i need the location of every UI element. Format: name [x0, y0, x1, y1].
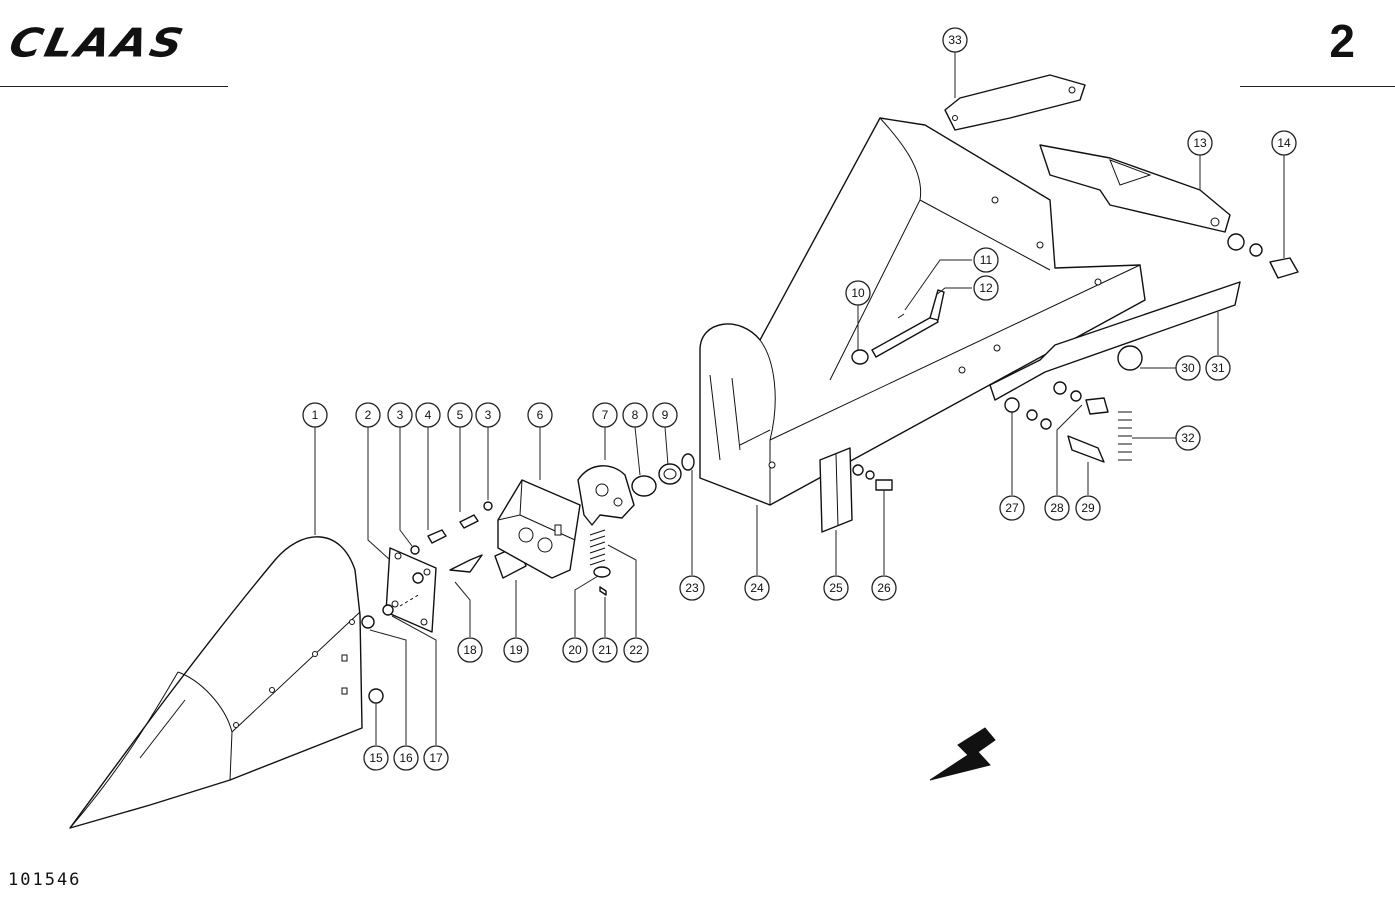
part-upper-plate-33 [944, 74, 1086, 131]
callout-27: 27 [999, 495, 1025, 521]
callout-6: 6 [527, 402, 553, 428]
callout-24: 24 [744, 575, 770, 601]
svg-text:12: 12 [979, 281, 993, 295]
callout-7: 7 [592, 402, 618, 428]
arrow-down-left-icon [929, 727, 996, 781]
callout-33: 33 [942, 27, 968, 53]
part-fasteners [361, 501, 527, 704]
svg-text:24: 24 [750, 581, 764, 595]
svg-text:31: 31 [1211, 361, 1225, 375]
callout-11: 11 [973, 247, 999, 273]
svg-text:4: 4 [425, 408, 432, 422]
header-rule-left [0, 86, 228, 87]
svg-text:17: 17 [429, 751, 443, 765]
callout-3b: 3 [475, 402, 501, 428]
svg-text:6: 6 [537, 408, 544, 422]
callout-29: 29 [1075, 495, 1101, 521]
svg-text:26: 26 [877, 581, 891, 595]
callout-21: 21 [592, 637, 618, 663]
svg-text:11: 11 [980, 253, 993, 267]
callout-19: 19 [503, 637, 529, 663]
part-bolt-26 [852, 464, 893, 491]
callout-32: 32 [1175, 425, 1201, 451]
callout-22: 22 [623, 637, 649, 663]
svg-text:10: 10 [851, 286, 865, 300]
callout-13: 13 [1187, 130, 1213, 156]
part-bushings [631, 453, 695, 497]
svg-text:22: 22 [629, 643, 643, 657]
part-hinge [819, 447, 853, 533]
part-main-frame [699, 117, 1146, 506]
callout-2: 2 [355, 402, 381, 428]
svg-text:19: 19 [509, 643, 523, 657]
svg-text:20: 20 [568, 643, 582, 657]
svg-text:2: 2 [365, 408, 372, 422]
header-rule-right [1240, 86, 1395, 87]
page-number: 2 [1329, 15, 1355, 67]
leader-lines [314, 52, 1285, 745]
callout-28: 28 [1044, 495, 1070, 521]
svg-text:3: 3 [485, 408, 492, 422]
part-nuts-27-29 [1004, 381, 1109, 463]
part-bearing-block [497, 479, 581, 579]
callout-17: 17 [423, 745, 449, 771]
svg-text:1: 1 [312, 408, 319, 422]
part-latch-lever [577, 465, 635, 526]
callout-10: 10 [845, 280, 871, 306]
callout-18: 18 [457, 637, 483, 663]
part-shaft [851, 289, 945, 365]
callout-15: 15 [363, 745, 389, 771]
callout-20: 20 [562, 637, 588, 663]
callout-8: 8 [622, 402, 648, 428]
callout-30: 30 [1175, 355, 1201, 381]
svg-text:32: 32 [1181, 431, 1195, 445]
svg-text:30: 30 [1181, 361, 1195, 375]
callout-16: 16 [393, 745, 419, 771]
svg-text:28: 28 [1050, 501, 1064, 515]
callout-25: 25 [823, 575, 849, 601]
svg-text:29: 29 [1081, 501, 1095, 515]
callout-5: 5 [447, 402, 473, 428]
svg-text:7: 7 [602, 408, 609, 422]
svg-text:3: 3 [397, 408, 404, 422]
svg-text:9: 9 [662, 408, 669, 422]
callout-9: 9 [652, 402, 678, 428]
svg-text:25: 25 [829, 581, 843, 595]
part-spring-32 [1117, 345, 1143, 461]
svg-text:5: 5 [457, 408, 464, 422]
callout-3: 3 [387, 402, 413, 428]
part-divider-snout [69, 536, 363, 829]
part-bolt-14 [1227, 233, 1299, 279]
svg-text:23: 23 [685, 581, 699, 595]
callout-23: 23 [679, 575, 705, 601]
callout-4: 4 [415, 402, 441, 428]
svg-text:27: 27 [1005, 501, 1019, 515]
callout-14: 14 [1271, 130, 1297, 156]
part-bracket-13 [1039, 144, 1231, 233]
svg-text:21: 21 [598, 643, 612, 657]
svg-text:14: 14 [1277, 136, 1291, 150]
svg-text:15: 15 [369, 751, 383, 765]
svg-text:16: 16 [399, 751, 413, 765]
svg-text:8: 8 [632, 408, 639, 422]
callout-31: 31 [1205, 355, 1231, 381]
callout-1: 1 [302, 402, 328, 428]
svg-text:13: 13 [1193, 136, 1207, 150]
part-spring [589, 529, 611, 596]
part-support-arm [989, 281, 1241, 401]
svg-text:18: 18 [463, 643, 477, 657]
svg-text:33: 33 [948, 33, 962, 47]
callout-12: 12 [973, 275, 999, 301]
drawing-number: 101546 [8, 870, 82, 890]
callout-26: 26 [871, 575, 897, 601]
part-mounting-plate [385, 547, 437, 633]
